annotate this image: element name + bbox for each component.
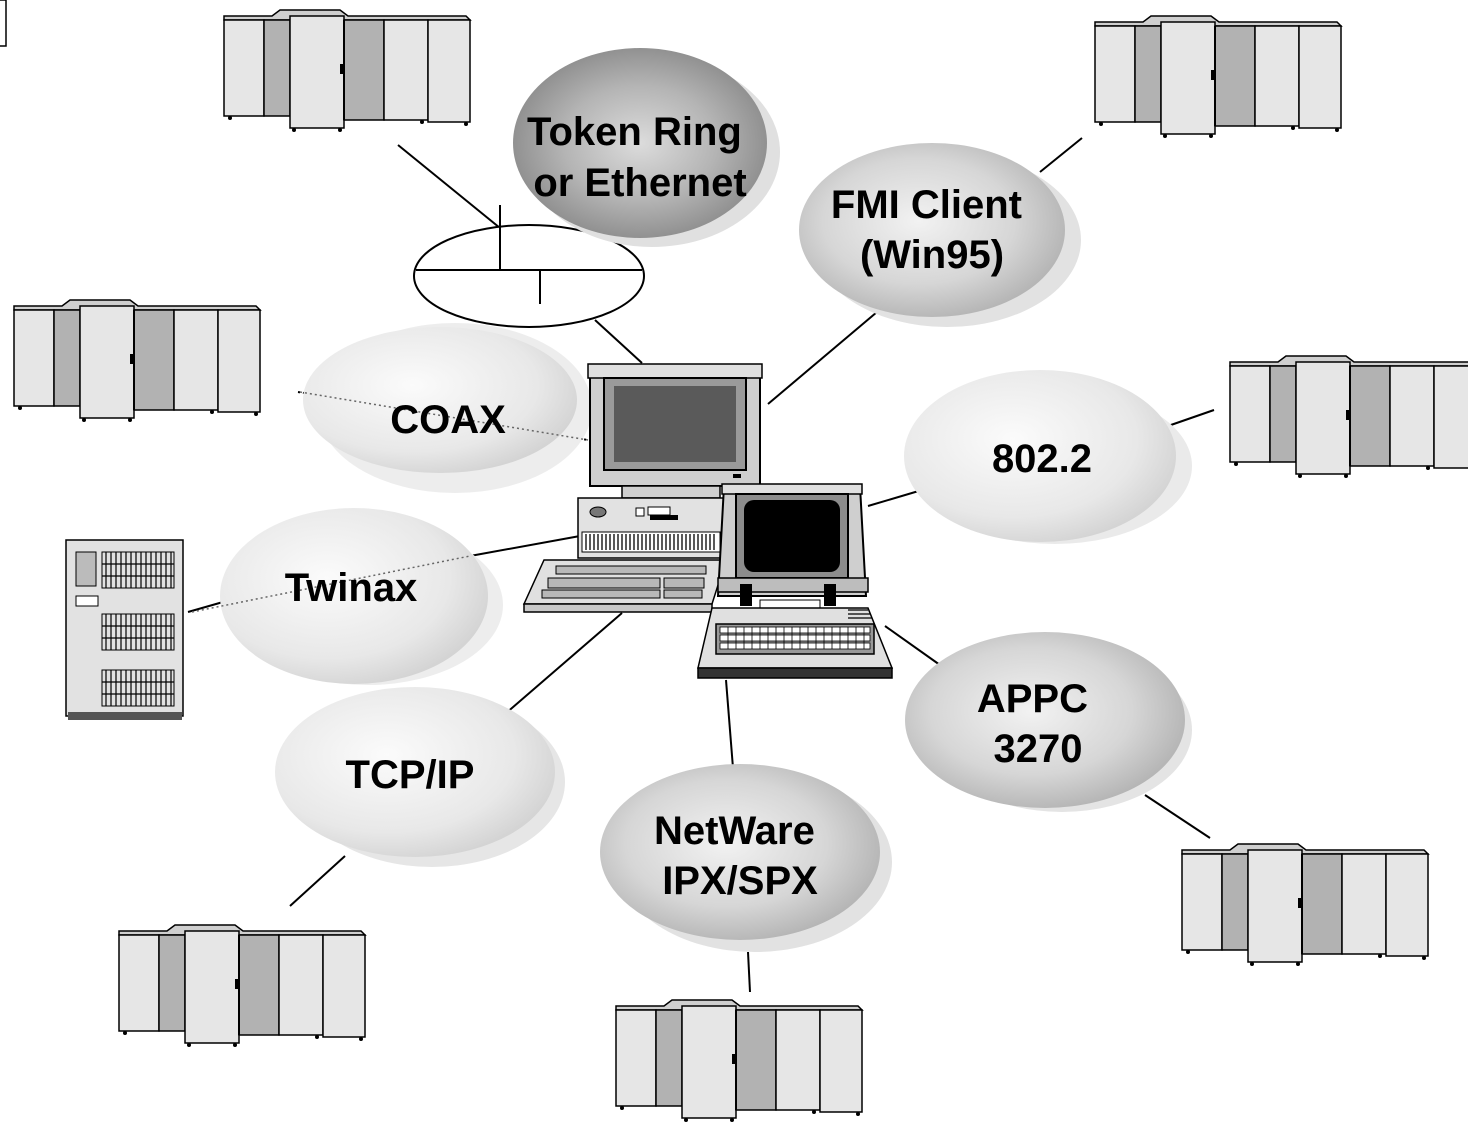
link-twinax-pc xyxy=(469,535,581,557)
bubble-netware: NetWare IPX/SPX xyxy=(600,764,892,952)
link-8022-terminal xyxy=(867,489,923,507)
fmi-client-label-1: FMI Client xyxy=(831,183,1022,227)
as400-tower-icon xyxy=(65,539,184,720)
tcpip-label: TCP/IP xyxy=(346,753,475,797)
token-ring-label-1: Token Ring xyxy=(527,110,742,154)
bubble-8022: 802.2 xyxy=(904,370,1192,544)
mainframe-icon xyxy=(1181,843,1429,967)
link-host-topright xyxy=(1039,137,1083,173)
link-fmi-pc xyxy=(767,311,878,405)
bubble-fmi-client: FMI Client (Win95) xyxy=(799,143,1081,327)
terminal-icon xyxy=(697,483,894,679)
svg-text:APPC 3270: APPC 3270 xyxy=(977,677,1099,771)
bubble-coax: COAX xyxy=(299,323,592,493)
twinax-label: Twinax xyxy=(285,566,418,610)
desktop-pc-icon xyxy=(522,363,763,613)
mainframe-icon xyxy=(1229,355,1468,479)
mainframe-icon xyxy=(223,9,471,133)
frame-corner xyxy=(0,0,7,47)
mainframe-icon xyxy=(13,299,261,423)
bubble-twinax: Twinax xyxy=(191,508,503,685)
svg-text:NetWare IPX/SPX: NetWare IPX/SPX xyxy=(654,809,826,903)
link-netware-terminal xyxy=(725,679,734,769)
bubble-appc: APPC 3270 xyxy=(905,632,1192,812)
mainframe-icon xyxy=(1094,15,1342,139)
link-host-bottom xyxy=(747,951,751,993)
svg-text:Token Ring or Ethernet: Token Ring or Ethernet xyxy=(527,110,753,205)
link-host-bottomleft xyxy=(289,855,346,907)
mainframe-icon xyxy=(118,924,366,1048)
svg-text:FMI Client (Win95): FMI Client (Win95) xyxy=(831,183,1033,277)
coax-label: COAX xyxy=(390,398,506,442)
bubble-tcpip: TCP/IP xyxy=(275,687,565,867)
appc-label-2: 3270 xyxy=(994,727,1083,771)
link-tcpip-pc xyxy=(504,612,623,715)
link-host-bottomright xyxy=(1144,794,1211,839)
token-ring-label-2: or Ethernet xyxy=(533,161,746,205)
link-host-topleft xyxy=(397,144,501,229)
link-appc-terminal xyxy=(884,625,941,666)
bubble-token-ring: Token Ring or Ethernet xyxy=(513,48,780,247)
netware-label-2: IPX/SPX xyxy=(662,859,818,903)
mainframe-icon xyxy=(615,999,863,1123)
link-host-right xyxy=(1167,409,1215,427)
link-lan-pc xyxy=(594,319,643,364)
lan-ring-icon xyxy=(413,205,645,328)
dlc-8022-label: 802.2 xyxy=(992,437,1092,481)
fmi-client-label-2: (Win95) xyxy=(860,233,1004,277)
netware-label-1: NetWare xyxy=(654,809,815,853)
appc-label-1: APPC xyxy=(977,677,1088,721)
